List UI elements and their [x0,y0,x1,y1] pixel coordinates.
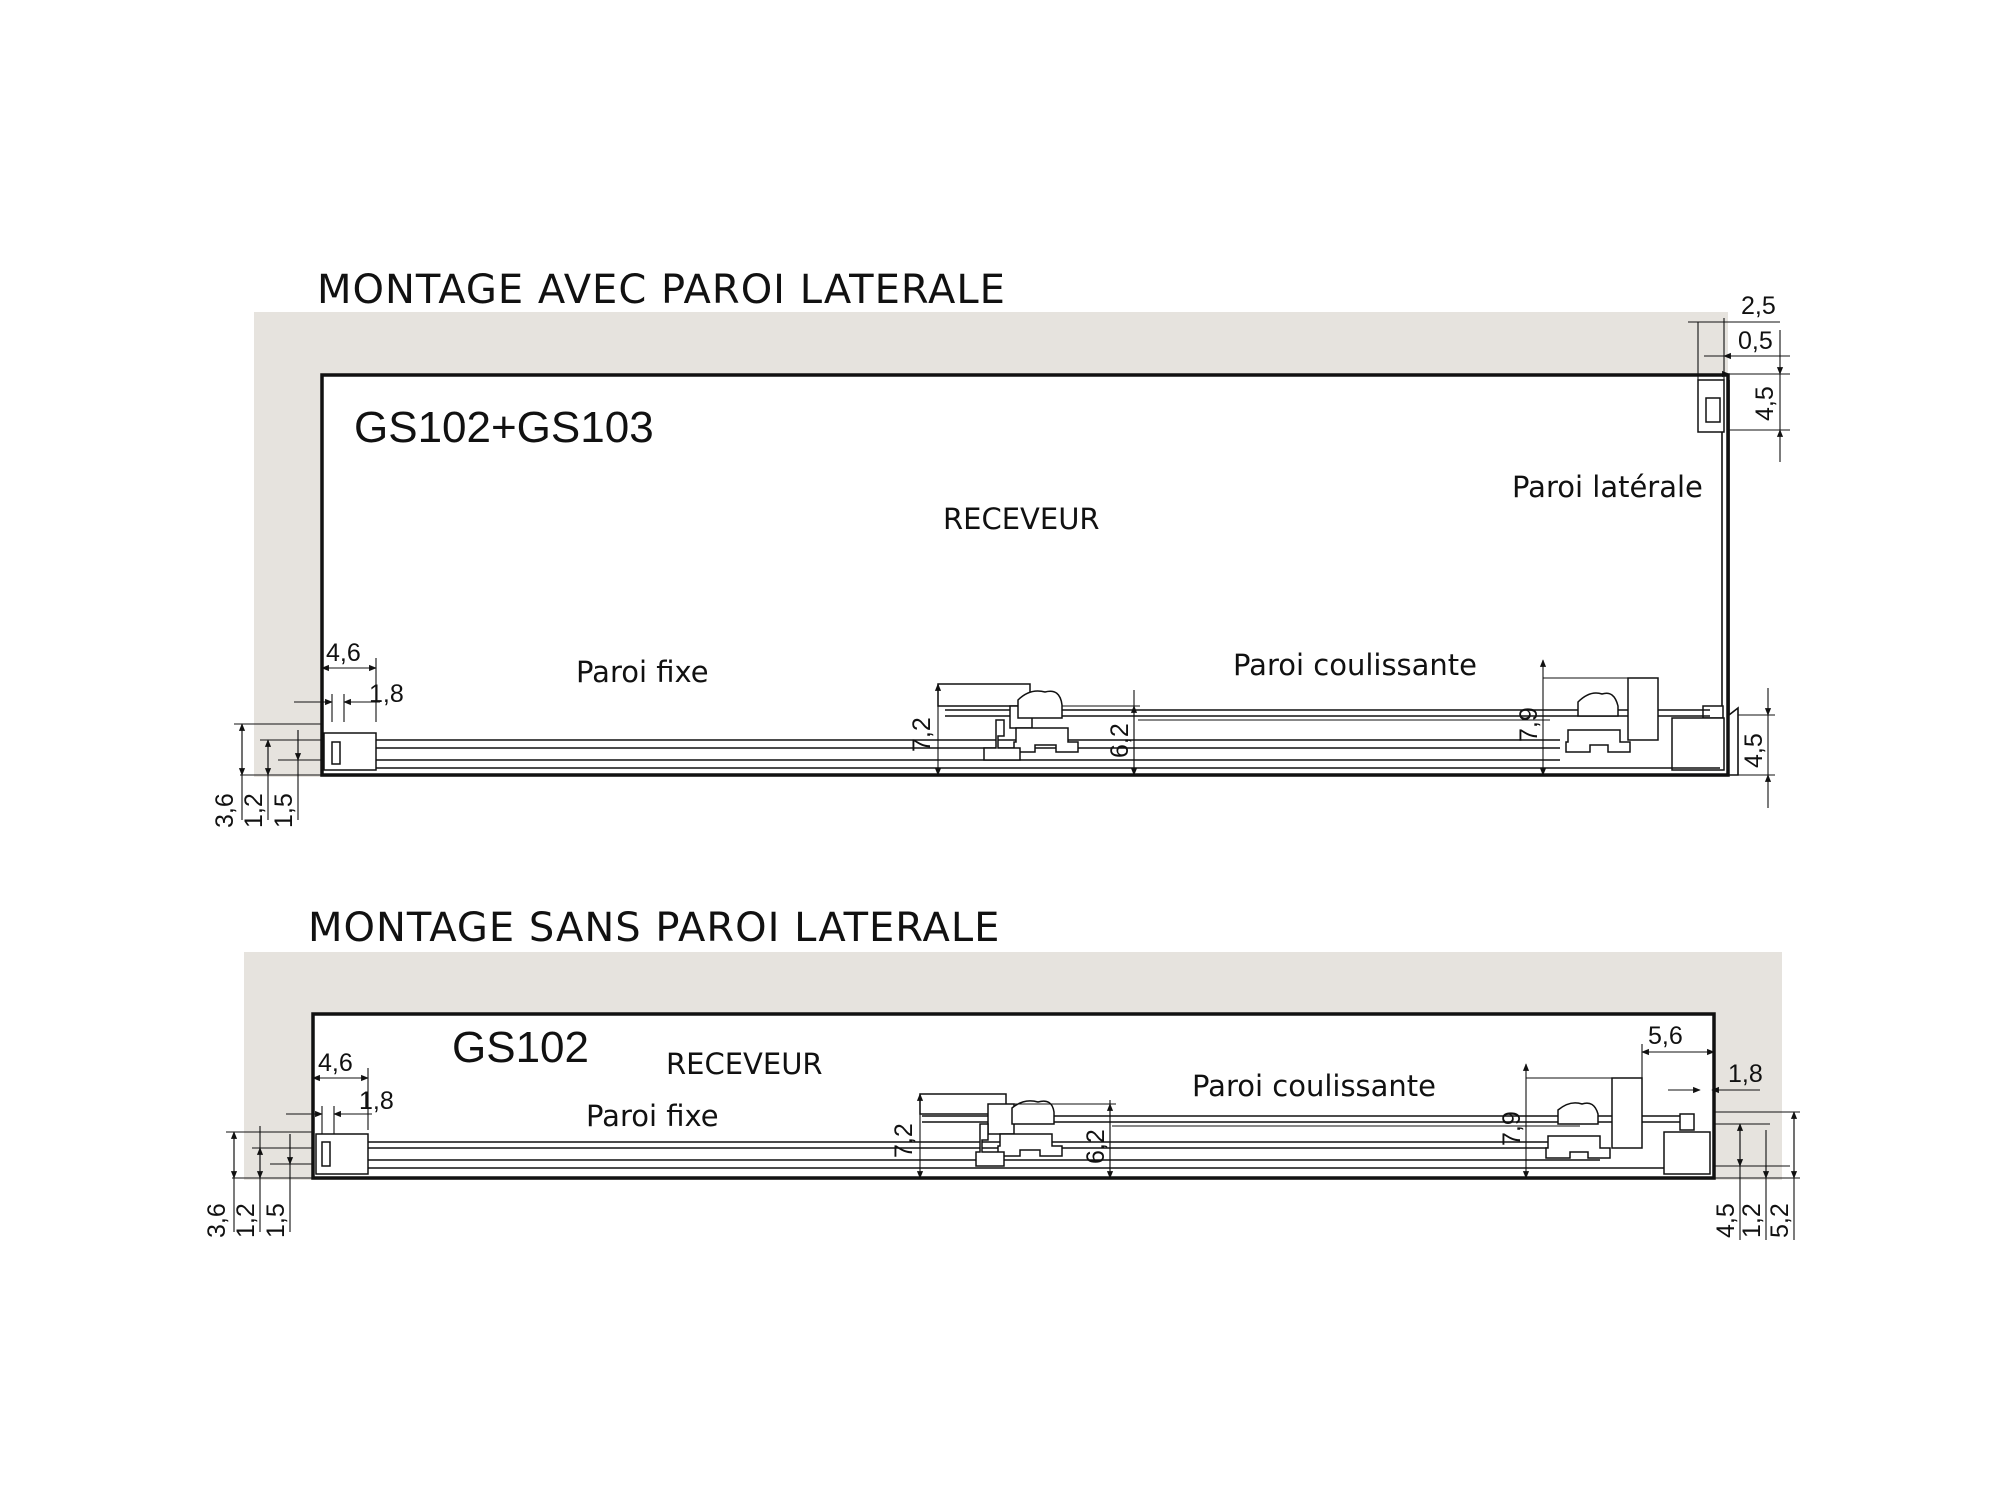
bottom-dims-left-vertical [226,1126,313,1232]
bottom-dim-4-5: 4,5 [1712,1203,1740,1238]
top-dims-middle [934,683,1140,776]
top-drawing: MONTAGE AVEC PAROI LATERALE GS102+GS103 … [211,267,1790,828]
top-dims-left [294,658,380,722]
top-middle-bracket [937,683,1079,761]
top-dim-4-5-bottom: 4,5 [1740,733,1768,768]
top-sliding-panel-label: Paroi coulissante [1233,648,1477,682]
top-dim-0-5: 0,5 [1738,327,1773,355]
top-dims-top-right [1688,318,1790,462]
bottom-heading: MONTAGE SANS PAROI LATERALE [308,905,1000,951]
top-side-wall-panel [1671,379,1739,776]
top-model: GS102+GS103 [354,403,654,452]
top-dims-right [1539,659,1775,808]
bottom-sliding-panel-label: Paroi coulissante [1192,1069,1436,1103]
bottom-drawing: MONTAGE SANS PAROI LATERALE GS102 RECEVE… [203,905,1800,1240]
top-fixed-panel [323,732,1720,771]
top-fixed-panel-label: Paroi fixe [576,655,709,689]
bottom-model: GS102 [452,1023,589,1072]
bottom-dim-5-6: 5,6 [1648,1022,1683,1050]
bottom-dim-1-8-right: 1,8 [1728,1060,1763,1088]
bottom-dim-3-6: 3,6 [203,1203,231,1238]
bottom-dim-7-2: 7,2 [890,1123,918,1158]
top-receiver-label: RECEVEUR [943,502,1100,536]
bottom-dim-4-6: 4,6 [318,1049,353,1077]
bottom-fixed-panel-label: Paroi fixe [586,1099,719,1133]
bottom-dims-right [1522,1044,1760,1179]
top-dim-3-6: 3,6 [211,793,239,828]
bottom-dims-right-vertical [1714,1111,1800,1240]
bottom-dim-6-2: 6,2 [1082,1129,1110,1164]
top-dim-4-5-top: 4,5 [1751,386,1779,421]
top-side-wall-label: Paroi latérale [1512,470,1703,504]
top-dim-7-2: 7,2 [908,717,936,752]
bottom-dim-7-9: 7,9 [1498,1111,1526,1146]
bottom-dim-1-8-left: 1,8 [359,1087,394,1115]
top-dim-1-2: 1,2 [240,793,268,828]
bottom-receiver-label: RECEVEUR [666,1047,823,1081]
bottom-dim-1-2: 1,2 [232,1203,260,1238]
bottom-dims-left [286,1068,372,1134]
top-dim-7-9: 7,9 [1515,707,1543,742]
bottom-dim-1-2-right: 1,2 [1738,1203,1766,1238]
bottom-fixed-panel [315,1133,1710,1175]
top-dim-1-5: 1,5 [270,793,298,828]
top-dims-left-vertical [234,723,322,820]
top-right-bracket [1565,677,1659,753]
top-dim-2-5: 2,5 [1741,292,1776,320]
bottom-dims-middle [916,1093,1116,1179]
top-dim-4-6: 4,6 [326,639,361,667]
top-dim-6-2: 6,2 [1106,723,1134,758]
bottom-right-bracket [1545,1077,1643,1159]
bottom-dim-1-5: 1,5 [262,1203,290,1238]
bottom-dim-5-2: 5,2 [1766,1203,1794,1238]
top-heading: MONTAGE AVEC PAROI LATERALE [317,267,1006,313]
top-dim-1-8-left: 1,8 [369,680,404,708]
